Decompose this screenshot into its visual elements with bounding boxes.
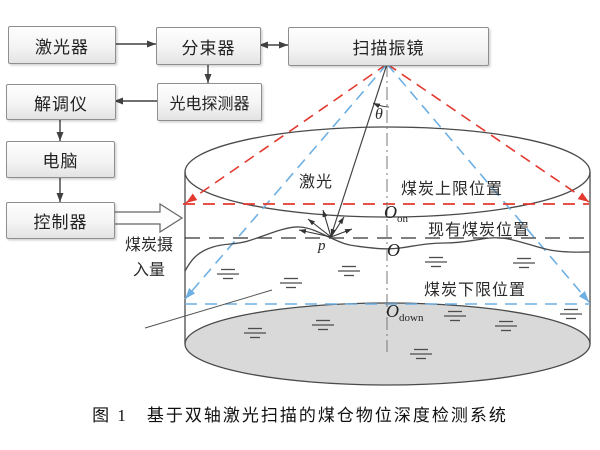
blue-ray-right xyxy=(386,63,590,303)
blue-ray-left xyxy=(184,63,388,300)
figure-caption: 图 1 基于双轴激光扫描的煤仓物位深度检测系统 xyxy=(92,406,508,425)
leader-line xyxy=(144,289,273,329)
box-controller: 控制器 xyxy=(6,202,115,239)
origin-current-label: O xyxy=(387,240,400,261)
box-photodetector-label: 光电探测器 xyxy=(169,96,250,113)
coal-intake-line1: 煤炭摄 xyxy=(124,237,173,254)
current-level-label: 现有煤炭位置 xyxy=(428,222,531,239)
scattered-light-arrows xyxy=(298,209,353,238)
theta-angle-arc xyxy=(372,102,390,109)
box-beam-splitter: 分束器 xyxy=(156,27,261,65)
box-galvanometer: 扫描振镜 xyxy=(288,27,489,66)
box-photodetector: 光电探测器 xyxy=(157,83,262,121)
lower-limit-scan-rays xyxy=(184,63,590,303)
theta-label: θ xyxy=(375,106,383,123)
upper-limit-scan-rays xyxy=(185,63,590,204)
laser-beam-line xyxy=(330,63,388,237)
box-galvanometer-label: 扫描振镜 xyxy=(352,39,425,58)
box-demodulator-label: 解调仪 xyxy=(34,94,88,114)
coal-intake-line2: 入量 xyxy=(132,262,165,279)
origin-lower-label: Odown xyxy=(386,301,424,324)
origin-lower-main: O xyxy=(386,301,399,321)
origin-upper-label: Oon xyxy=(384,202,408,225)
laser-beam-label: 激光 xyxy=(299,174,334,191)
flowchart-connectors xyxy=(56,40,288,202)
box-laser: 激光器 xyxy=(8,26,116,64)
red-ray-right xyxy=(386,63,590,203)
box-computer-label: 电脑 xyxy=(42,152,79,171)
box-beam-splitter-label: 分束器 xyxy=(181,38,236,58)
box-demodulator: 解调仪 xyxy=(6,84,116,120)
point-p-label: p xyxy=(318,238,326,254)
origin-lower-sub: down xyxy=(399,312,424,324)
upper-limit-label: 煤炭上限位置 xyxy=(401,181,504,198)
box-computer: 电脑 xyxy=(6,141,115,178)
coal-surface-line xyxy=(184,226,591,272)
red-ray-left xyxy=(185,63,388,204)
origin-upper-sub: on xyxy=(397,213,408,225)
lower-limit-label: 煤炭下限位置 xyxy=(424,282,527,299)
coal-intake-block-arrow xyxy=(112,202,184,234)
coal-intake-label: 煤炭摄 入量 xyxy=(112,233,186,283)
box-controller-label: 控制器 xyxy=(33,213,88,232)
origin-upper-main: O xyxy=(384,202,397,222)
origin-current-main: O xyxy=(387,240,400,260)
box-laser-label: 激光器 xyxy=(35,37,89,57)
